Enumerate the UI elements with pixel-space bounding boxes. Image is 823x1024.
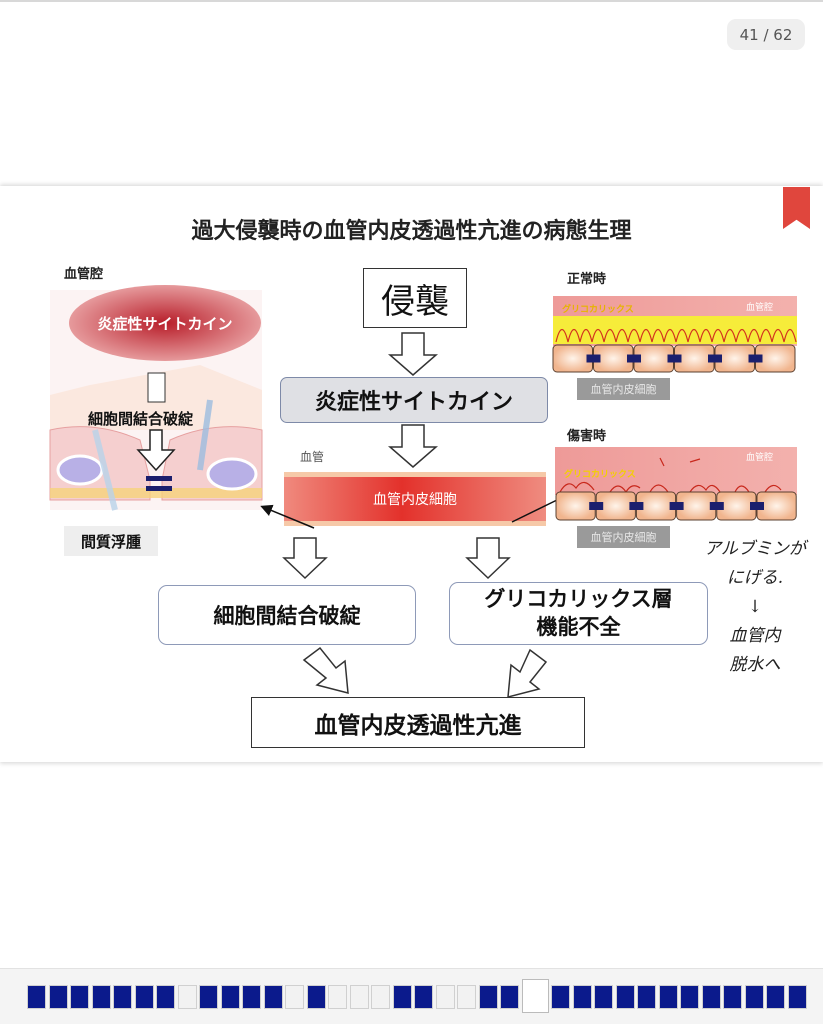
result-box: 血管内皮透過性亢進 [251, 697, 585, 748]
cell-junction [669, 502, 684, 510]
normal-heading: 正常時 [567, 272, 607, 287]
thumbnail[interactable] [91, 985, 111, 1009]
cell-junction [750, 502, 764, 510]
pointer-line [511, 499, 558, 523]
thumbnail[interactable] [349, 985, 369, 1009]
cytokine-ellipse [69, 285, 261, 361]
vessel-label: 血管 [300, 450, 325, 464]
injured-glycocalyx-label: グリコカリックス [564, 470, 636, 480]
note-line: アルブミンが [704, 539, 806, 559]
thumbnail[interactable] [435, 985, 455, 1009]
cytokine-ellipse-label: 炎症性サイトカイン [97, 314, 233, 333]
cell-junction [589, 502, 604, 510]
glycocalyx-line1: グリコカリックス層 [484, 587, 673, 612]
cell-junction [709, 502, 724, 510]
diagonal-arrow-icon [302, 646, 349, 694]
thumbnail[interactable] [744, 985, 764, 1009]
small-arrow-shaft [147, 372, 166, 403]
thumbnail[interactable] [199, 985, 218, 1009]
cell-junction [748, 354, 763, 363]
thumbnail[interactable] [680, 985, 699, 1009]
thumbnail[interactable] [723, 985, 742, 1009]
injured-endothelium-illustration [555, 447, 797, 521]
thumbnail[interactable] [414, 985, 433, 1009]
invasion-box: 侵襲 [363, 268, 467, 328]
note-arrow: ↓ [747, 596, 763, 617]
junction-failure-box: 細胞間結合破綻 [158, 585, 416, 645]
thumbnail[interactable] [478, 985, 498, 1009]
thumbnail[interactable] [220, 985, 240, 1009]
junction-label: 細胞間結合破綻 [88, 410, 194, 428]
page-counter: 41 / 62 [727, 19, 805, 50]
left-panel-illustration [49, 285, 263, 511]
thumbnail[interactable] [156, 985, 175, 1009]
pointer-arrow [260, 504, 315, 529]
thumbnail[interactable] [177, 985, 197, 1009]
down-arrow-icon [136, 429, 176, 472]
thumbnail[interactable] [306, 985, 326, 1009]
down-arrow-icon [465, 537, 511, 580]
thumbnail[interactable] [500, 985, 519, 1009]
cell-junction [708, 354, 722, 363]
thumbnail-strip [0, 968, 823, 1024]
thumbnail[interactable] [594, 985, 613, 1009]
down-arrow-icon [387, 424, 439, 468]
normal-cells-label: 血管内皮細胞 [577, 378, 670, 400]
thumbnail[interactable] [701, 985, 721, 1009]
normal-endothelium-illustration [552, 296, 797, 373]
diagonal-arrow-icon [507, 648, 548, 698]
slide-title: 過大侵襲時の血管内皮透過性亢進の病態生理 [191, 219, 632, 244]
injured-lumen-label: 血管腔 [746, 453, 774, 463]
thumbnail-current[interactable] [521, 979, 549, 1013]
thumbnail[interactable] [328, 985, 347, 1009]
thumbnail[interactable] [263, 985, 283, 1009]
endothelial-band-label: 血管内皮細胞 [373, 492, 457, 508]
thumbnail[interactable] [551, 985, 570, 1009]
thumbnail[interactable] [242, 985, 261, 1009]
thumbnail[interactable] [658, 985, 678, 1009]
vessel-band [284, 472, 546, 526]
normal-lumen-label: 血管腔 [746, 303, 774, 313]
thumbnail[interactable] [371, 985, 390, 1009]
thumbnail[interactable] [113, 985, 132, 1009]
top-divider [0, 0, 823, 2]
thumbnail[interactable] [457, 985, 476, 1009]
thumbnail[interactable] [637, 985, 656, 1009]
cell-junction [586, 354, 601, 363]
cytokine-box: 炎症性サイトカイン [280, 377, 548, 423]
down-arrow-icon [387, 332, 439, 376]
thumbnail[interactable] [787, 985, 807, 1009]
glycocalyx-line2: 機能不全 [536, 614, 621, 639]
thumbnail[interactable] [572, 985, 592, 1009]
note-line: 血管内 [729, 625, 781, 646]
glycocalyx-failure-box: グリコカリックス層 機能不全 [449, 582, 708, 645]
cell-junction [667, 354, 682, 363]
thumbnail[interactable] [48, 985, 68, 1009]
down-arrow-icon [282, 537, 328, 580]
cell-junction [627, 354, 641, 363]
edema-label: 間質浮腫 [64, 526, 158, 556]
injured-cells-label: 血管内皮細胞 [577, 526, 670, 548]
note-line: 脱水へ [729, 654, 781, 675]
thumbnail[interactable] [615, 985, 635, 1009]
thumbnail[interactable] [27, 985, 46, 1009]
thumbnail[interactable] [766, 985, 785, 1009]
normal-glycocalyx-label: グリコカリックス [562, 305, 634, 315]
cell-junction [629, 502, 644, 510]
thumbnail[interactable] [392, 985, 412, 1009]
thumbnail[interactable] [70, 985, 89, 1009]
thumbnail[interactable] [285, 985, 304, 1009]
note-line: にげる. [726, 567, 784, 588]
injured-heading: 傷害時 [567, 429, 607, 444]
thumbnail[interactable] [134, 985, 154, 1009]
lumen-label: 血管腔 [64, 267, 104, 282]
handwritten-note: アルブミンが にげる. ↓ 血管内 脱水へ [690, 535, 820, 679]
